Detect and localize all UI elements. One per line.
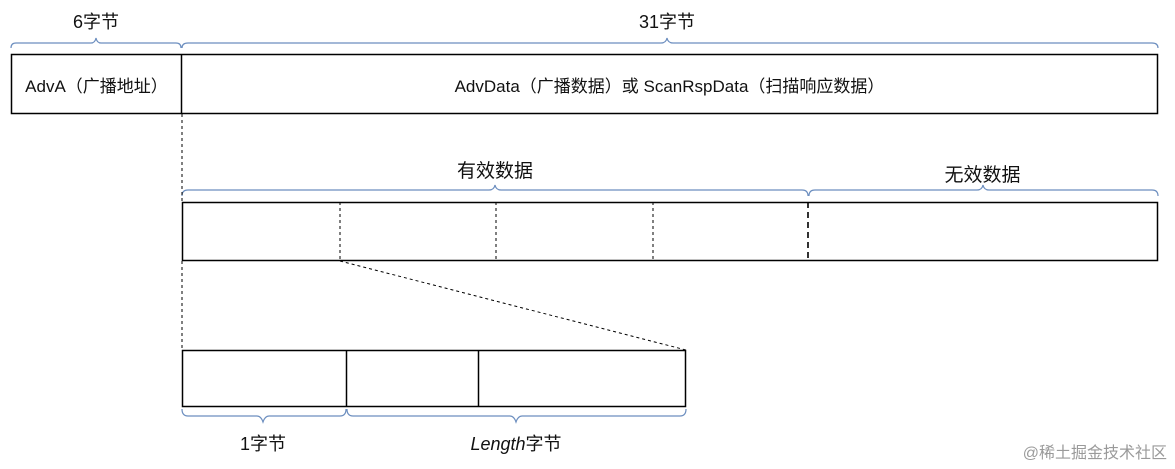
- valid-data-label: 有效数据: [456, 161, 533, 182]
- advdata-label: AdvData（广播数据）或 ScanRspData（扫描响应数据）: [454, 76, 885, 96]
- watermark: @稀土掘金技术社区: [1022, 445, 1167, 462]
- brace-length-bytes: [346, 408, 687, 424]
- bytes-length-label: Length字节: [446, 430, 586, 456]
- bytes-31-label: 31字节: [638, 12, 696, 32]
- row2-border: [181, 201, 1159, 262]
- row1-border: [10, 53, 1159, 115]
- brace-valid-data: [181, 184, 809, 197]
- bytes-suffix: 字节: [525, 434, 562, 454]
- bytes-6-label: 6字节: [72, 12, 119, 32]
- row3-border: [181, 349, 687, 408]
- brace-1-byte: [181, 408, 347, 424]
- length-italic: Length: [470, 434, 526, 454]
- connector-diagonal: [339, 260, 687, 351]
- invalid-data-label: 无效数据: [944, 165, 1021, 186]
- brace-invalid-data: [808, 184, 1159, 197]
- bytes-1-label: 1字节: [239, 434, 286, 454]
- brace-31-bytes: [181, 37, 1159, 49]
- adva-label: AdvA（广播地址）: [25, 76, 168, 96]
- brace-6-bytes: [10, 37, 182, 49]
